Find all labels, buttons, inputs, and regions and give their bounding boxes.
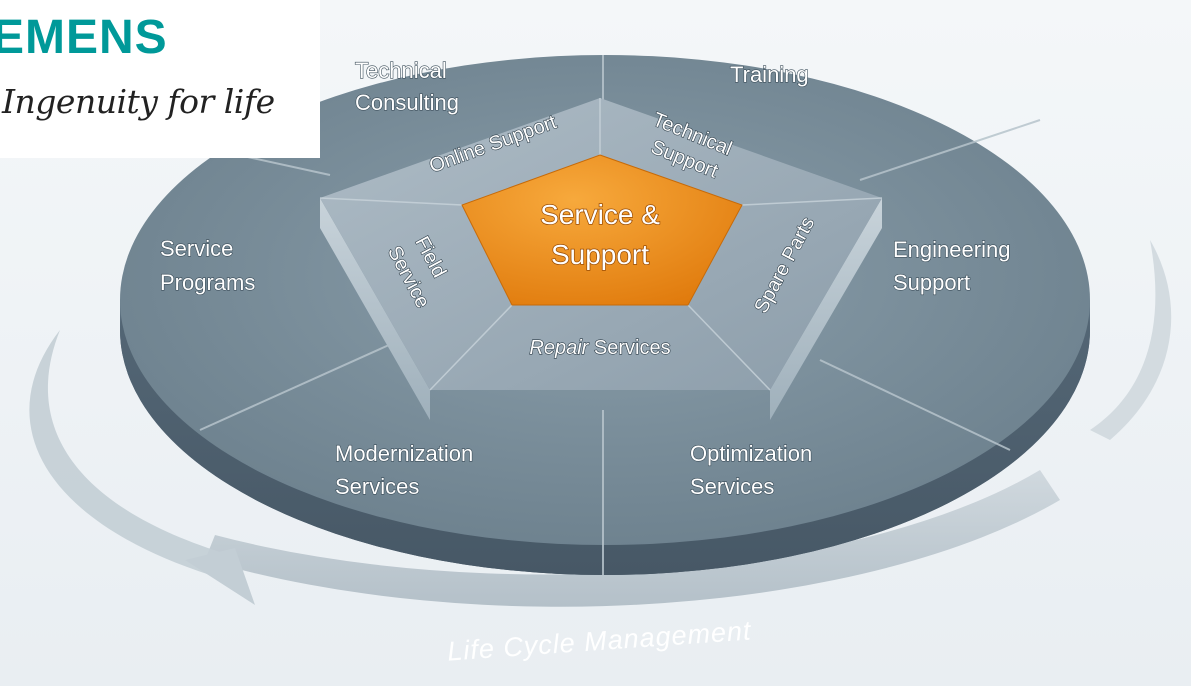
outer-label-optimization-services-line2: Services [690, 474, 774, 499]
pentagon-ridge-left [319, 197, 463, 206]
siemens-logo: EMENS Ingenuity for life [0, 0, 320, 158]
outer-label-service-programs-line1: Service [160, 236, 233, 261]
outer-label-engineering-support-line2: Support [893, 270, 970, 295]
core-label-line2: Support [551, 239, 649, 270]
core-label-line1: Service & [540, 199, 660, 230]
lifecycle-ring-band [205, 470, 1060, 607]
logo-tagline: Ingenuity for life [2, 82, 275, 121]
pentagon-ridge-bottom-right [687, 304, 771, 391]
inner-label-repair-italic: Repair [529, 337, 589, 359]
logo-wordmark: EMENS [0, 11, 168, 64]
outer-label-modernization-services-line2: Services [335, 474, 419, 499]
outer-label-service-programs-line2: Programs [160, 270, 255, 295]
outer-label-training: Training [730, 62, 809, 87]
outer-label-engineering-support-line1: Engineering [893, 237, 1010, 262]
lifecycle-ring-right-arc [1090, 240, 1172, 440]
outer-label-modernization-services-line1: Modernization [335, 441, 473, 466]
core-pentagon [461, 154, 743, 306]
outer-label-technical-consulting-line2: Consulting [355, 90, 459, 115]
divider-lower-left [199, 339, 401, 431]
lifecycle-ring-left-arc [29, 330, 230, 575]
outer-label-technical-consulting-line1: Technical [355, 58, 447, 83]
outer-label-optimization-services-line1: Optimization [690, 441, 812, 466]
divider-upper-right [859, 119, 1041, 181]
pentagon-ridge-bottom-left [429, 304, 513, 391]
inner-label-repair-rest: Services [588, 337, 670, 359]
lifecycle-label: Life Cycle Management [446, 615, 752, 666]
lifecycle-ring [29, 240, 1172, 607]
lifecycle-arrow-head-icon [185, 548, 255, 605]
inner-label-repair-services: Repair Services [529, 337, 670, 359]
divider-lower-right [819, 359, 1011, 451]
pentagon-ridge-right [741, 197, 883, 206]
